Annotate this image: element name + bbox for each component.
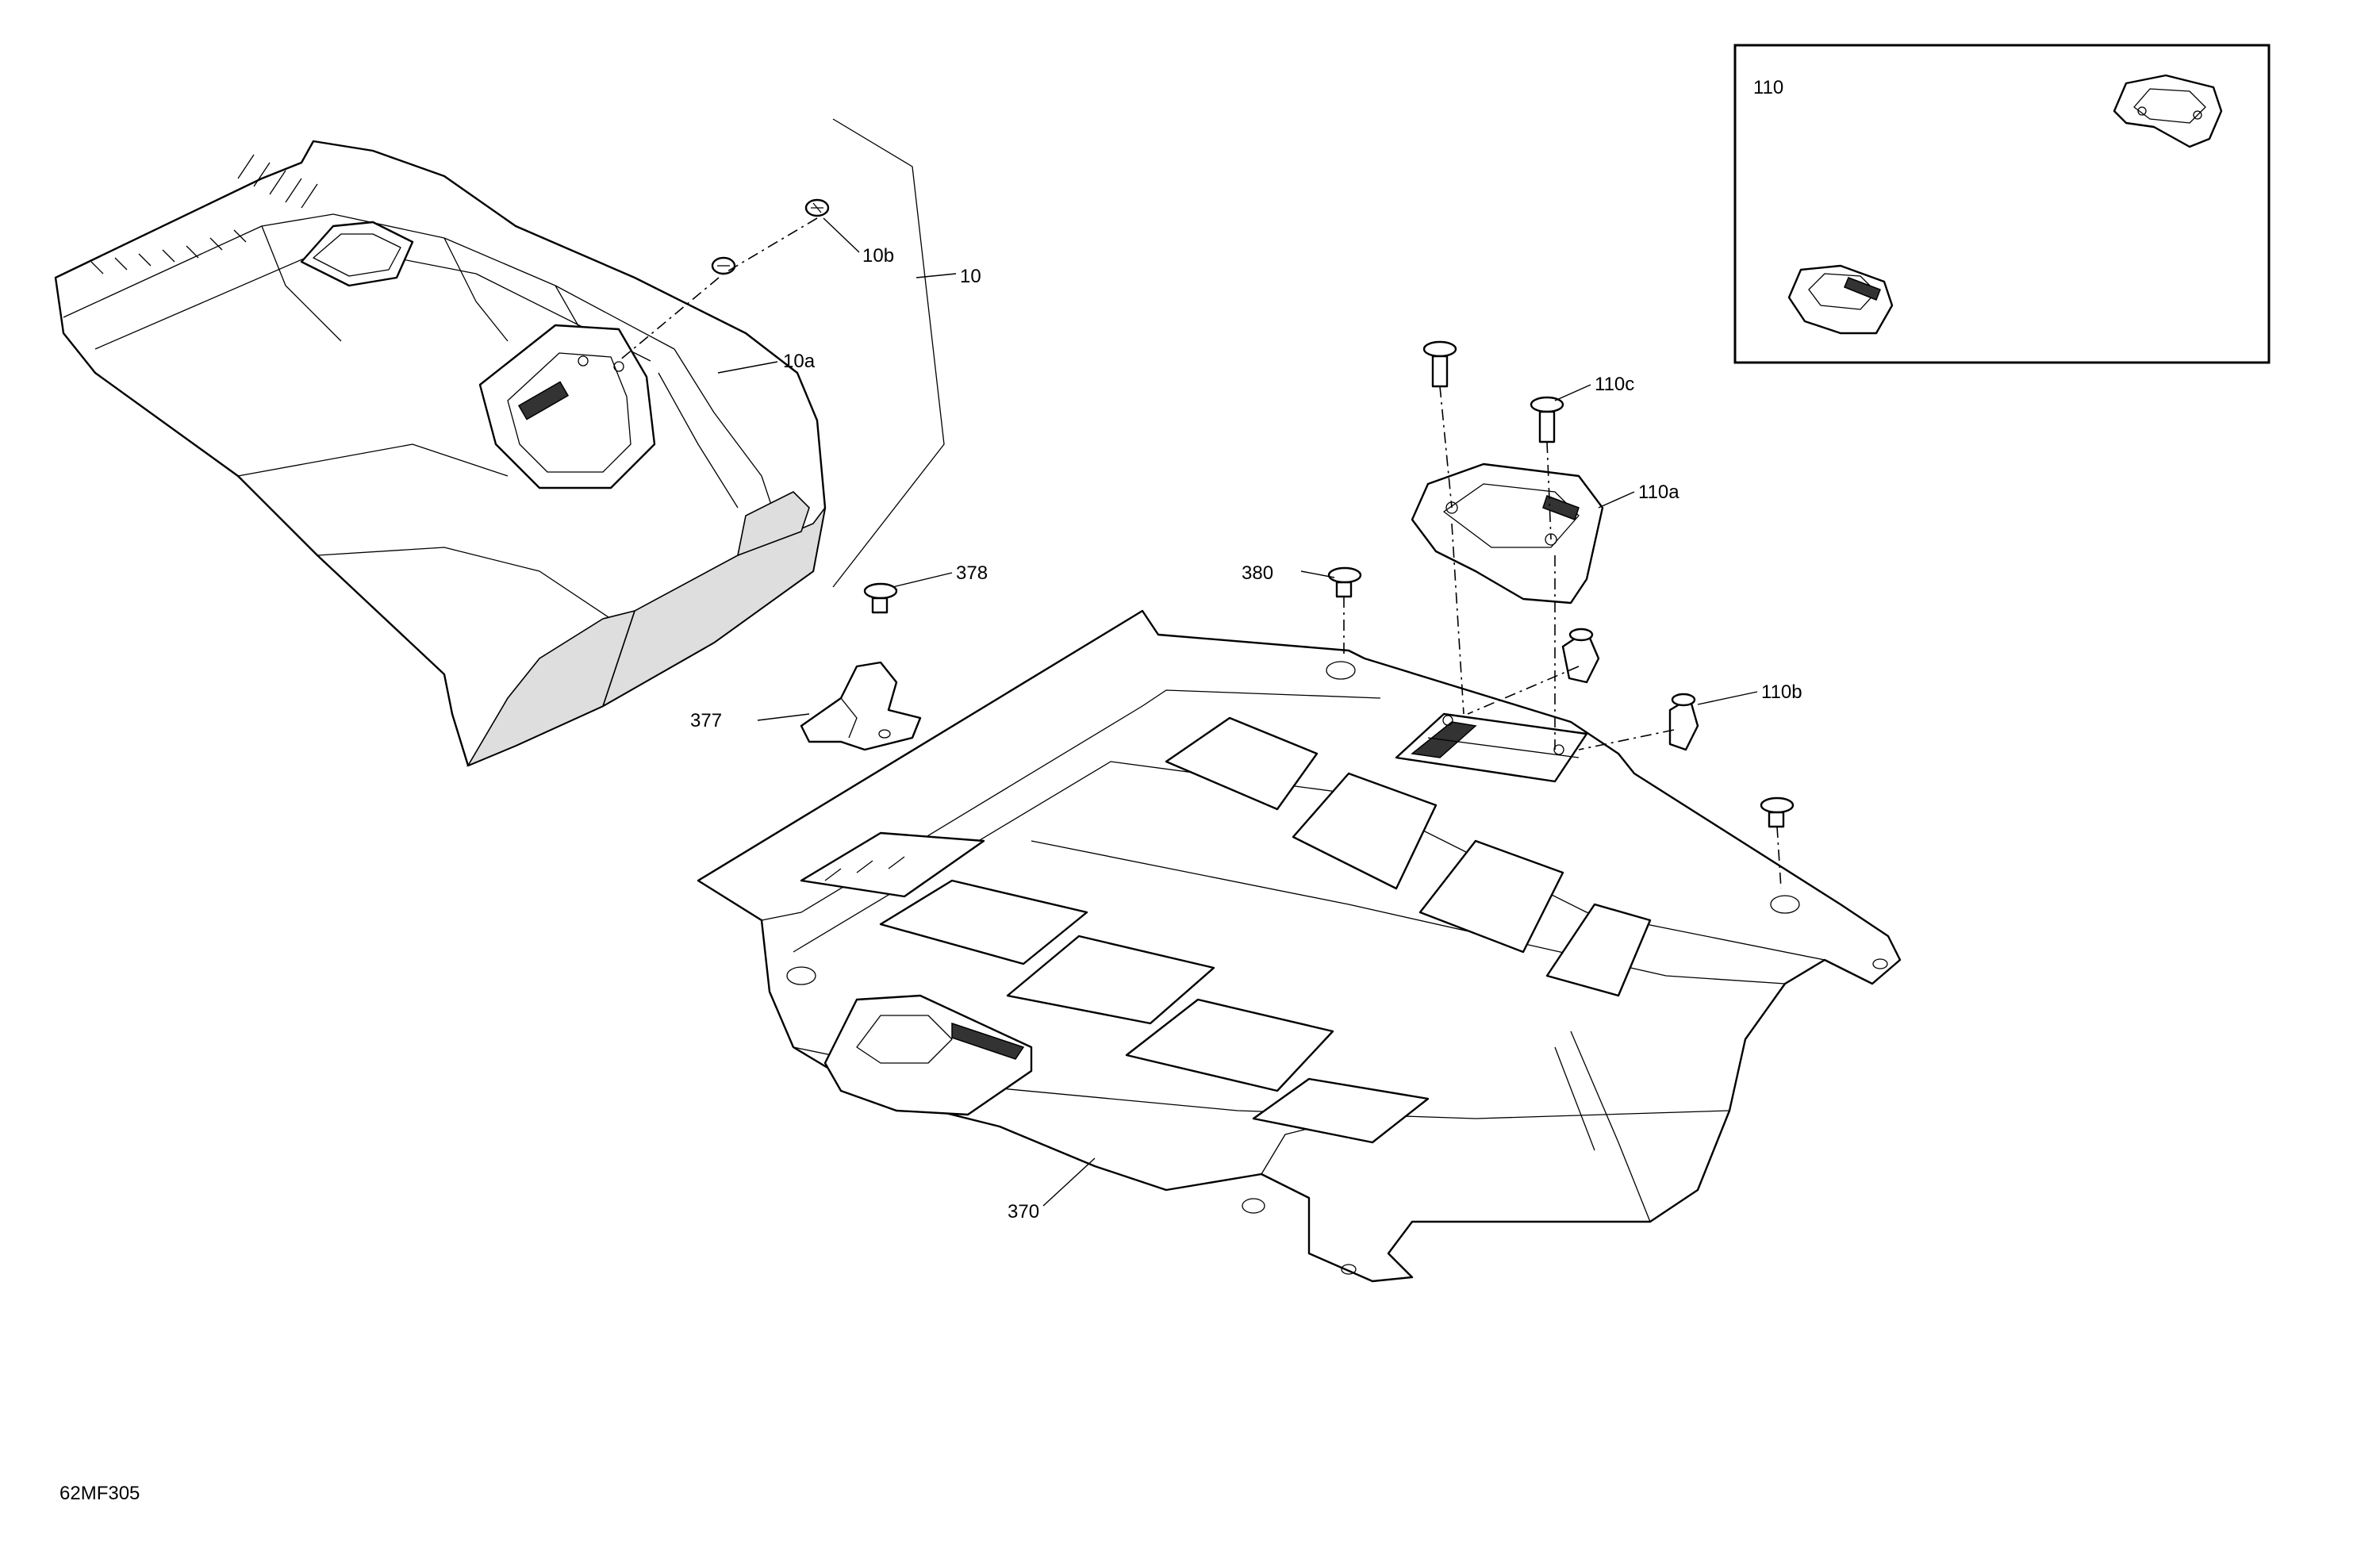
part-377-clamp: [800, 661, 922, 751]
callout-10b: 10b: [862, 245, 894, 267]
inset-panel-110: [1733, 44, 2271, 364]
callout-377: 377: [690, 710, 722, 731]
part-378-screw: [863, 582, 898, 614]
part-370-skid-plate: [697, 609, 1902, 1283]
callout-110c: 110c: [1595, 374, 1634, 395]
part-10b-screws: [618, 198, 830, 362]
leader-lines: [717, 217, 1758, 1207]
figure-code: 62MF305: [60, 1483, 140, 1504]
callout-10a: 10a: [783, 351, 816, 372]
part-110b-nuts: [1467, 628, 1699, 751]
part-110a-handle: [1411, 463, 1604, 605]
callout-110a: 110a: [1638, 482, 1679, 503]
callout-110b: 110b: [1761, 681, 1802, 703]
callout-10: 10: [960, 266, 981, 287]
group-10-outline: [832, 118, 945, 588]
callout-378: 378: [956, 562, 988, 584]
callout-110: 110: [1753, 77, 1783, 98]
callout-370: 370: [1008, 1201, 1039, 1223]
part-380-screw-right: [1760, 796, 1795, 889]
part-110c-screws: [1422, 340, 1564, 750]
part-10-seat-cover: [54, 140, 827, 767]
part-380-screw: [1327, 566, 1362, 658]
callout-380: 380: [1242, 562, 1273, 584]
